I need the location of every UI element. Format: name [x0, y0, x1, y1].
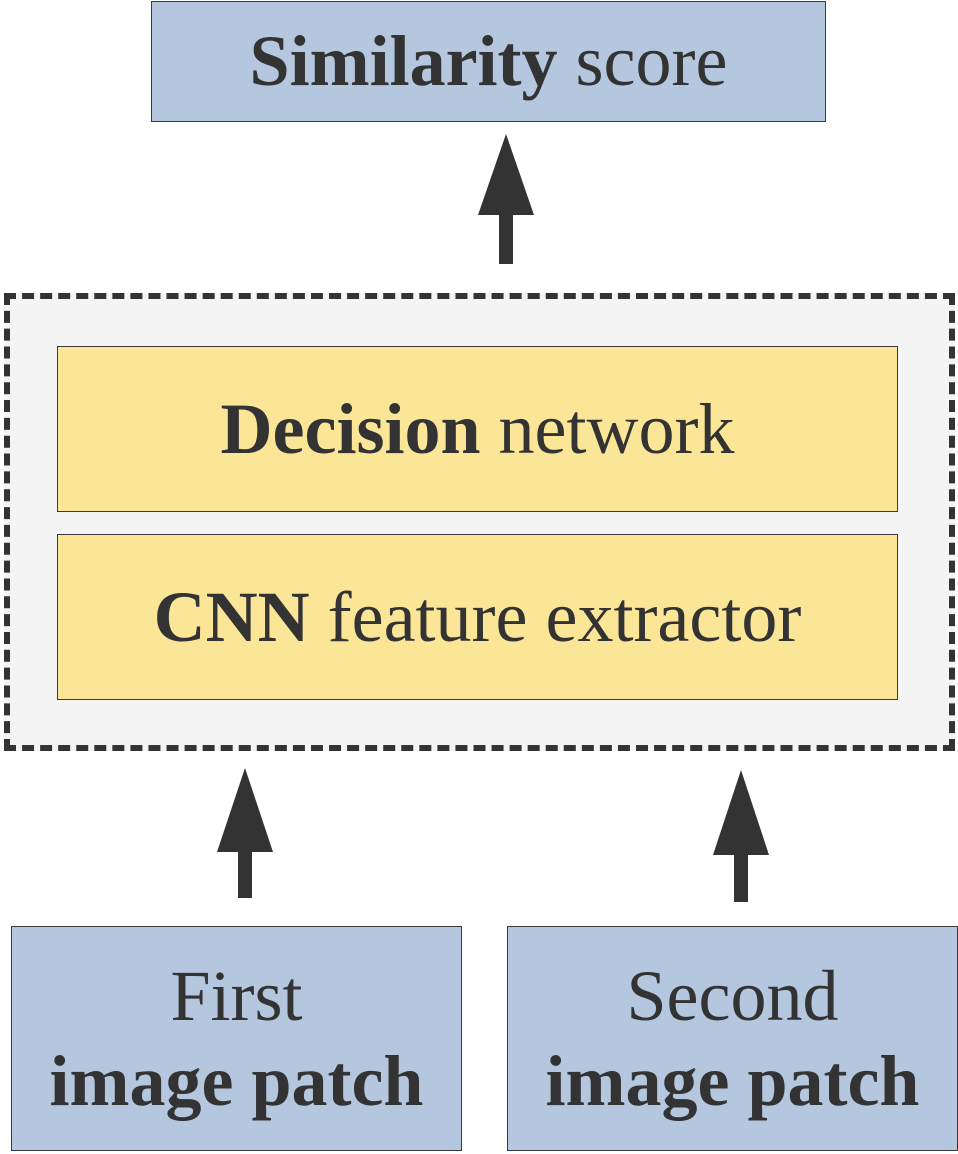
similarity-score-normal-label: score	[575, 21, 728, 102]
decision-network-bold-label: Decision	[220, 388, 481, 469]
first-patch-line1: First	[170, 955, 303, 1036]
cnn-feature-extractor-box: CNN feature extractor	[57, 534, 898, 700]
first-input-arrow	[217, 768, 273, 898]
first-patch-line2: image patch	[49, 1040, 424, 1121]
decision-network-normal-label: network	[498, 388, 735, 469]
similarity-score-bold-label: Similarity	[249, 21, 558, 102]
cnn-bold-label: CNN	[153, 576, 310, 657]
output-arrow	[478, 134, 534, 264]
second-patch-line1: Second	[626, 955, 839, 1036]
cnn-normal-label: feature extractor	[327, 576, 802, 657]
second-input-arrow	[713, 770, 769, 902]
second-image-patch-box: Second image patch	[507, 926, 958, 1151]
decision-network-box: Decision network	[57, 346, 898, 512]
similarity-score-box: Similarity score	[151, 1, 826, 122]
second-patch-line2: image patch	[545, 1040, 920, 1121]
first-image-patch-box: First image patch	[11, 926, 462, 1151]
